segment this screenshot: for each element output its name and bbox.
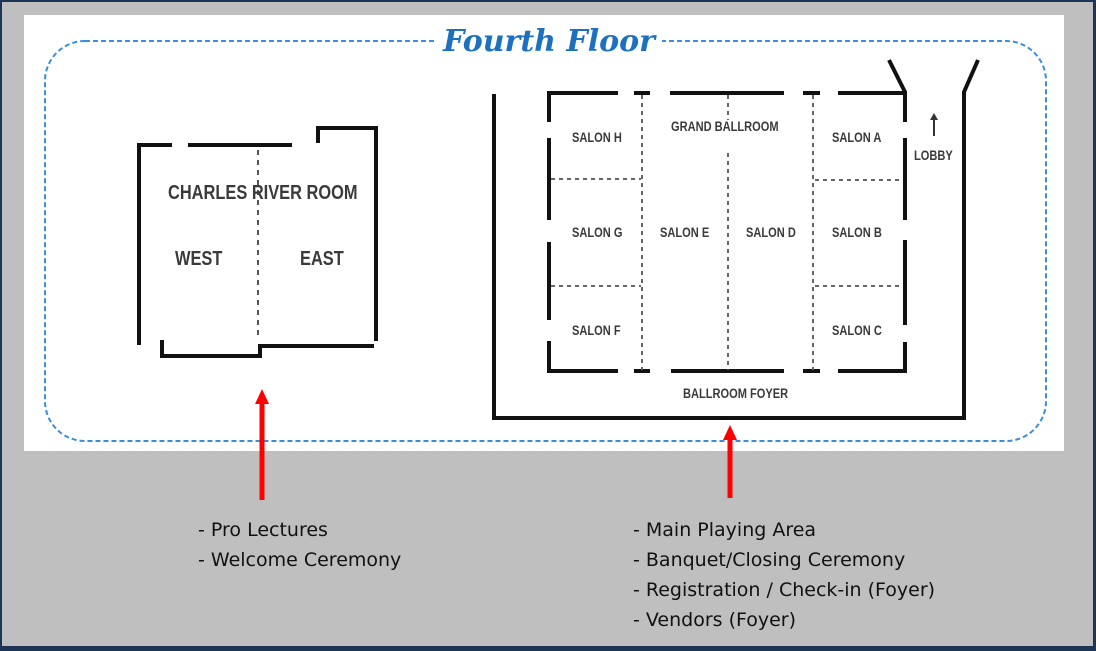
grand-ballroom-label: GRAND BALLROOM [671, 119, 779, 134]
charles-river-room-walls [137, 126, 378, 358]
charles-river-room-label: CHARLES RIVER ROOM [168, 182, 358, 204]
list-item: - Vendors (Foyer) [633, 609, 797, 631]
list-item: - Pro Lectures [198, 519, 328, 541]
west-section-label: WEST [175, 248, 223, 270]
list-item: - Registration / Check-in (Foyer) [633, 579, 936, 601]
list-item: - Banquet/Closing Ceremony [633, 549, 906, 571]
charles-river-pointer-arrow [255, 389, 269, 500]
ballroom-pointer-arrow [723, 425, 737, 498]
list-item: - Welcome Ceremony [198, 549, 402, 571]
salon-f-label: SALON F [572, 323, 621, 338]
salon-g-label: SALON G [572, 225, 623, 240]
ballroom-foyer-label: BALLROOM FOYER [683, 386, 789, 401]
salon-h-label: SALON H [572, 130, 622, 145]
lobby-label: LOBBY [914, 148, 953, 163]
east-section-label: EAST [300, 248, 344, 270]
floor-title: Fourth Floor [436, 22, 662, 62]
ballroom-inner-walls [547, 91, 907, 373]
floor-outline [44, 40, 1047, 442]
ballroom-uses-list: - Main Playing Area - Banquet/Closing Ce… [633, 515, 935, 635]
salon-a-label: SALON A [832, 130, 882, 145]
ballroom-outer-walls [492, 59, 980, 420]
salon-d-label: SALON D [746, 225, 796, 240]
ballroom-partitions [551, 95, 903, 370]
list-item: - Main Playing Area [633, 519, 817, 541]
salon-c-label: SALON C [832, 323, 882, 338]
salon-e-label: SALON E [660, 225, 710, 240]
salon-b-label: SALON B [832, 225, 882, 240]
floor-map-panel [24, 15, 1064, 451]
charles-river-uses-list: - Pro Lectures - Welcome Ceremony [198, 515, 401, 575]
lobby-arrow-icon [930, 113, 938, 136]
